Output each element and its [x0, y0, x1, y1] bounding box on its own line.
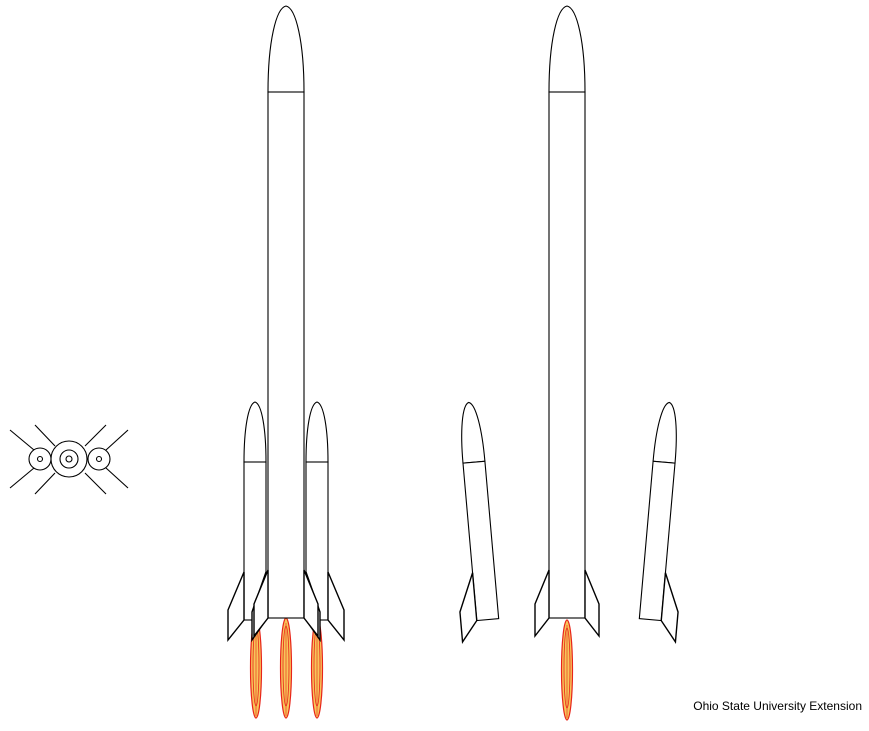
booster-nose-cone: [243, 401, 267, 463]
core-stage: [253, 5, 319, 639]
separated-left-booster: [459, 401, 500, 644]
core-fin: [303, 569, 319, 639]
core-fin: [253, 569, 269, 639]
core-nose-cone: [548, 5, 586, 93]
booster-circle: [87, 447, 111, 471]
credit-text: Ohio State University Extension: [693, 699, 862, 713]
booster-fin: [227, 571, 245, 642]
booster-nose-cone: [461, 401, 486, 464]
core-nose-cone: [267, 5, 305, 93]
core-circle: [50, 440, 88, 478]
booster-nose-cone: [652, 401, 677, 464]
core-fin: [534, 569, 550, 639]
flame-icon: [279, 617, 293, 719]
booster-fin: [327, 571, 345, 642]
rocket-after-separation: [459, 5, 679, 721]
fin-line: [34, 472, 56, 495]
core-fin: [584, 569, 600, 639]
core-tube: [267, 91, 305, 619]
fin-line: [34, 424, 56, 447]
booster-fin: [459, 572, 478, 644]
core-circle-inner: [59, 449, 79, 469]
fin-line: [84, 472, 107, 495]
booster-tube: [638, 460, 676, 622]
booster-circle: [28, 447, 52, 471]
separated-right-booster: [638, 401, 679, 644]
core-stage: [534, 5, 600, 639]
flame-icon: [560, 619, 574, 721]
fin-line: [84, 424, 107, 447]
booster-nose-cone: [305, 401, 329, 463]
rocket-with-boosters: [227, 5, 345, 719]
fin-line: [105, 429, 129, 451]
booster-tube: [462, 460, 500, 622]
fin-line: [9, 467, 35, 489]
core-nozzle: [65, 455, 73, 463]
fin-line: [105, 467, 129, 489]
core-tube: [548, 91, 586, 619]
booster-nozzle: [95, 455, 103, 463]
booster-fin: [660, 572, 679, 644]
fin-line: [9, 429, 35, 451]
booster-nozzle: [36, 455, 44, 463]
top-view-icon: [9, 424, 129, 495]
